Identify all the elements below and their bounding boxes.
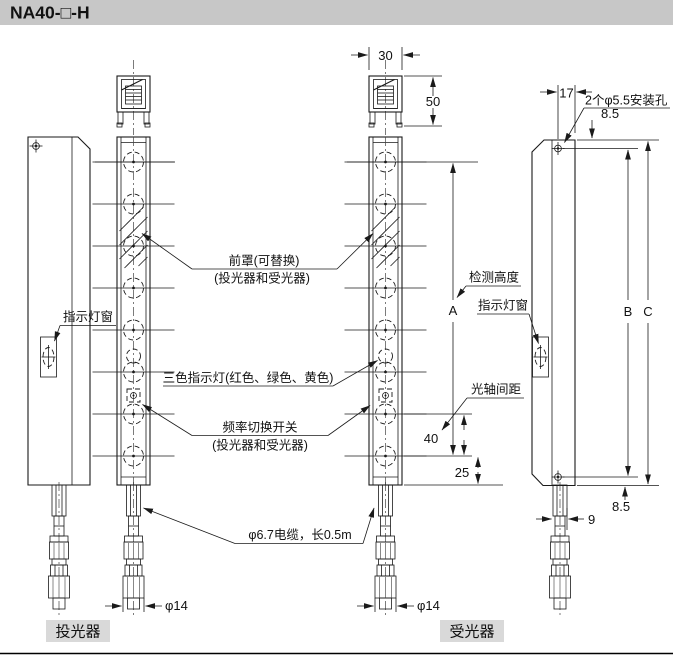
mounting-hole-icon bbox=[551, 141, 565, 156]
dim-top-width: 30 bbox=[351, 47, 420, 70]
emitter-side-view bbox=[27, 136, 91, 617]
svg-text:40: 40 bbox=[424, 431, 438, 446]
svg-text:C: C bbox=[643, 304, 652, 319]
svg-text:检测高度: 检测高度 bbox=[469, 270, 520, 285]
callout-mounting-holes: 2个φ5.5安装孔 bbox=[564, 93, 670, 143]
dim-cable-offset: 9 bbox=[536, 508, 595, 530]
receiver-side-body bbox=[531, 139, 576, 487]
svg-text:8.5: 8.5 bbox=[601, 106, 619, 121]
callout-three-color-indicator: 三色指示灯(红色、绿色、黄色) bbox=[163, 360, 378, 387]
dim-hole-pitch-B: B bbox=[563, 148, 638, 478]
svg-text:B: B bbox=[624, 304, 633, 319]
receiver-side-connector bbox=[549, 481, 571, 617]
emitter-caption-bg bbox=[46, 620, 110, 642]
dim-top-hole-inset: 8.5 bbox=[589, 106, 619, 139]
callout-beam-pitch: 光轴间距 bbox=[441, 382, 524, 431]
svg-text:频率切换开关: 频率切换开关 bbox=[222, 420, 297, 435]
dim-detection-height-A: A bbox=[449, 163, 458, 455]
emitter-front-view bbox=[92, 60, 175, 617]
indicator-window-icon bbox=[532, 336, 549, 378]
dim-hole-edge-offset: 17 bbox=[540, 85, 592, 139]
receiver-beam-axes bbox=[344, 151, 478, 467]
frequency-switch-icon bbox=[126, 388, 141, 403]
svg-text:φ6.7电缆，长0.5m: φ6.7电缆，长0.5m bbox=[248, 528, 351, 542]
dim-beam-pitch: 40 bbox=[404, 413, 472, 457]
mounting-hole-icon bbox=[551, 470, 565, 484]
front-cover-hatch bbox=[371, 206, 400, 269]
three-color-indicator-icon bbox=[378, 348, 393, 364]
emitter-beam-axes bbox=[92, 151, 175, 467]
svg-text:17: 17 bbox=[559, 86, 573, 101]
callout-detection-height: 检测高度 bbox=[456, 270, 521, 298]
svg-text:φ14: φ14 bbox=[417, 598, 440, 613]
svg-text:φ14: φ14 bbox=[165, 598, 188, 613]
receiver-front-view bbox=[344, 60, 478, 617]
frequency-switch-icon bbox=[378, 388, 393, 403]
indicator-window-icon bbox=[40, 336, 57, 378]
mounting-hole-icon bbox=[29, 139, 43, 153]
emitter-connector bbox=[122, 481, 145, 617]
svg-text:50: 50 bbox=[426, 94, 440, 109]
svg-text:25: 25 bbox=[455, 465, 469, 480]
svg-text:30: 30 bbox=[378, 48, 392, 63]
header: NA40-□-H bbox=[0, 0, 673, 25]
svg-text:前罩(可替换): 前罩(可替换) bbox=[229, 253, 300, 268]
svg-text:(投光器和受光器): (投光器和受光器) bbox=[212, 438, 308, 453]
emitter-side-body bbox=[27, 136, 91, 486]
callouts: 前罩(可替换) (投光器和受光器) 指示灯窗 三色指示灯(红色、绿色、黄色) 频… bbox=[54, 93, 670, 544]
dim-connector-dia-receiver: φ14 bbox=[357, 598, 440, 613]
captions: 投光器 受光器 bbox=[46, 620, 504, 642]
callout-frequency-switch: 频率切换开关 (投光器和受光器) bbox=[142, 404, 371, 453]
svg-text:9: 9 bbox=[588, 512, 595, 527]
svg-text:(投光器和受光器): (投光器和受光器) bbox=[214, 271, 310, 286]
emitter-caption: 投光器 bbox=[55, 624, 100, 641]
receiver-caption: 受光器 bbox=[449, 624, 494, 641]
callout-indicator-window-right: 指示灯窗 bbox=[477, 298, 539, 344]
dim-last-beam-to-end: 25 bbox=[404, 457, 503, 486]
svg-text:8.5: 8.5 bbox=[612, 499, 630, 514]
emitter-side-connector bbox=[48, 481, 70, 617]
header-band bbox=[0, 0, 673, 25]
svg-text:指示灯窗: 指示灯窗 bbox=[478, 298, 528, 313]
callout-indicator-window-left: 指示灯窗 bbox=[54, 309, 116, 342]
svg-text:A: A bbox=[449, 303, 458, 318]
svg-text:三色指示灯(红色、绿色、黄色): 三色指示灯(红色、绿色、黄色) bbox=[163, 370, 334, 385]
page-title: NA40-□-H bbox=[10, 3, 90, 23]
dim-bottom-hole-inset: 8.5 bbox=[612, 486, 630, 514]
dim-connector-dia-emitter: φ14 bbox=[105, 598, 188, 613]
svg-text:光轴间距: 光轴间距 bbox=[471, 382, 521, 397]
dimensions: 30 50 A 40 25 bbox=[105, 47, 659, 613]
dim-top-height: 50 bbox=[404, 75, 442, 127]
svg-text:2个φ5.5安装孔: 2个φ5.5安装孔 bbox=[585, 93, 668, 108]
dim-total-length-C: C bbox=[577, 139, 659, 486]
three-color-indicator-icon bbox=[126, 348, 141, 364]
front-cover-hatch bbox=[119, 206, 148, 269]
callout-front-cover: 前罩(可替换) (投光器和受光器) bbox=[141, 233, 374, 286]
receiver-caption-bg bbox=[440, 620, 504, 642]
svg-text:指示灯窗: 指示灯窗 bbox=[63, 309, 113, 324]
receiver-connector bbox=[374, 481, 397, 617]
receiver-side-view bbox=[531, 139, 576, 617]
callout-cable: φ6.7电缆，长0.5m bbox=[143, 507, 375, 544]
